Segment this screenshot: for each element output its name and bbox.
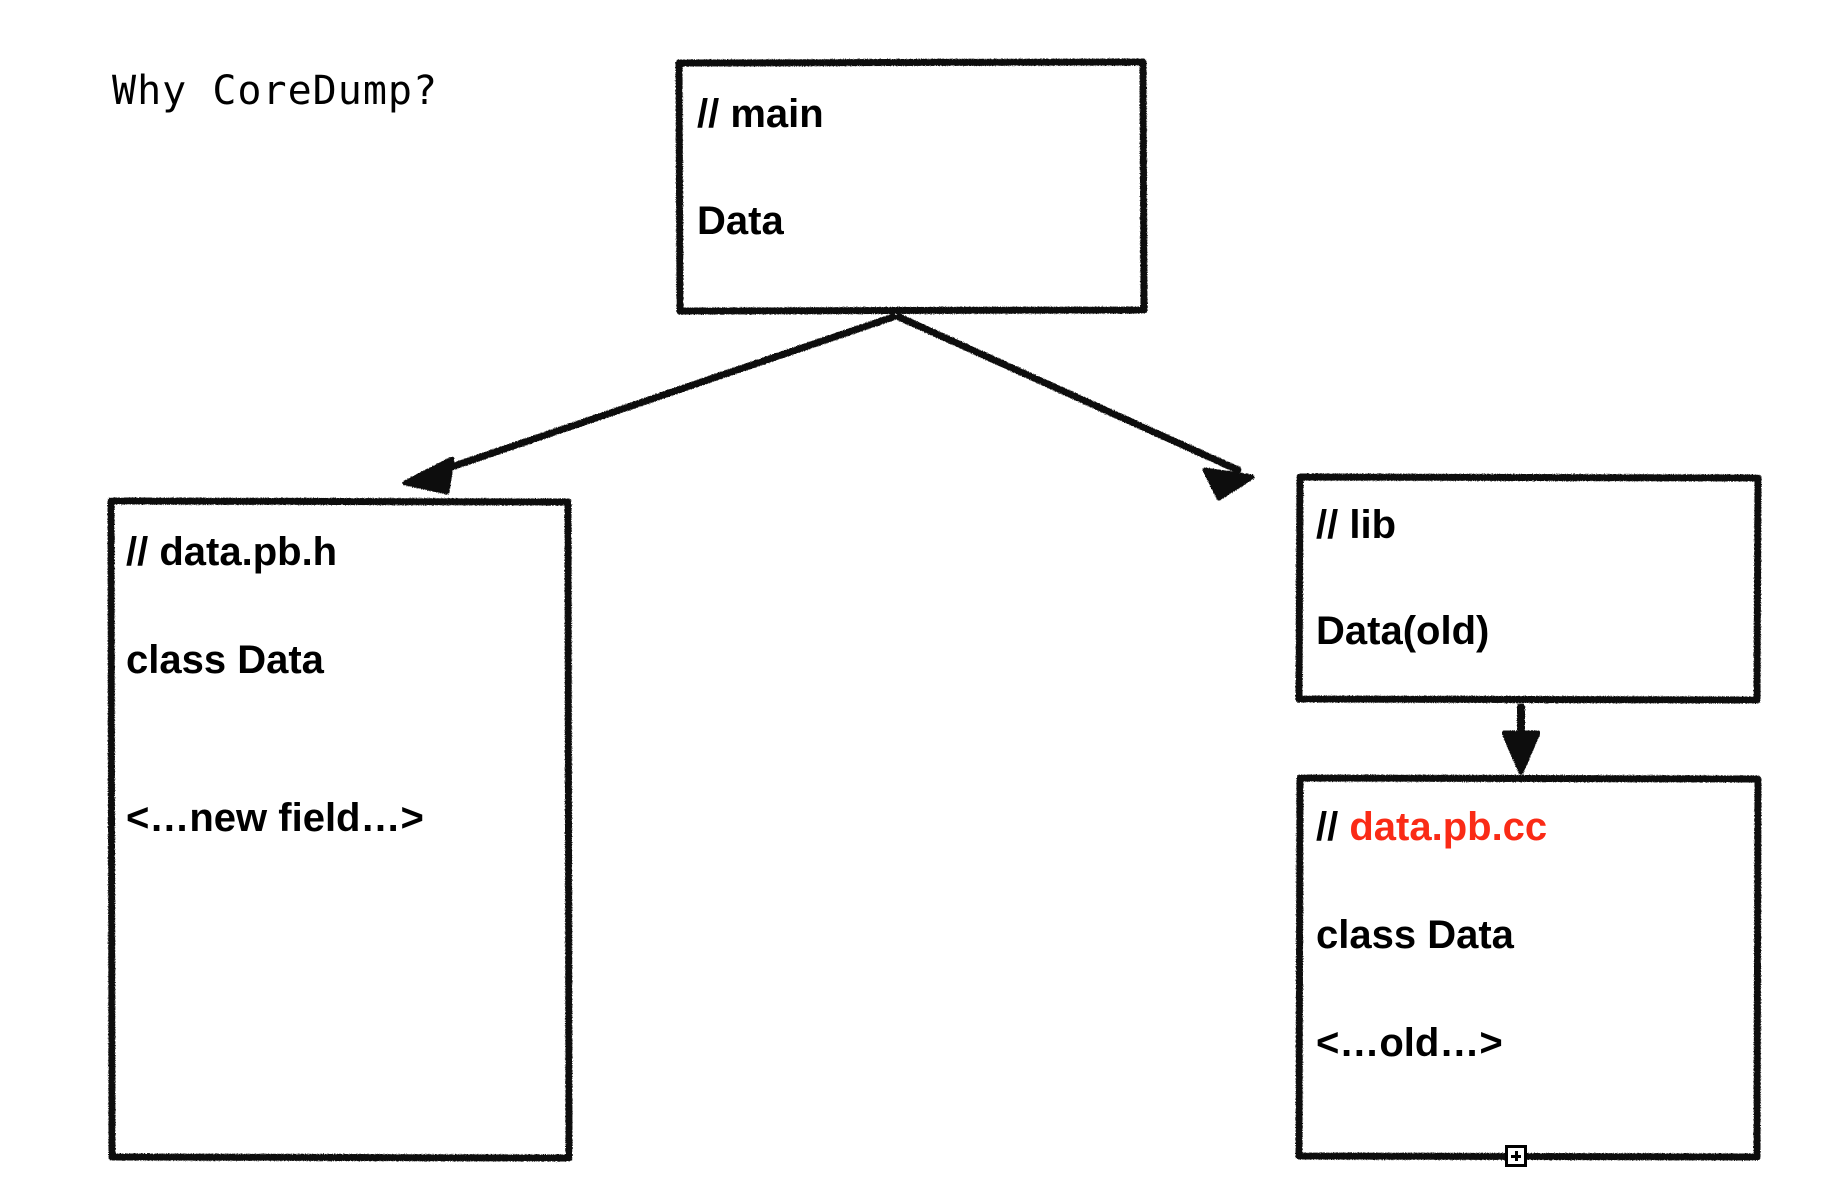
main-box-line-1: // main bbox=[697, 92, 824, 136]
source-box-line-1: // data.pb.cc bbox=[1316, 807, 1547, 847]
main-box[interactable]: // main Data bbox=[679, 62, 1144, 311]
lib-box-line-1: // lib bbox=[1316, 503, 1396, 547]
header-box[interactable]: // data.pb.h class Data <…new field…> bbox=[111, 501, 569, 1158]
source-box-line-2: class Data bbox=[1316, 913, 1514, 957]
arrow-lib-to-source bbox=[1501, 703, 1541, 775]
header-box-line-1: // data.pb.h bbox=[126, 530, 338, 574]
source-box-line-1-prefix: // bbox=[1316, 805, 1350, 849]
arrow-main-to-header bbox=[402, 313, 897, 495]
header-box-line-2: class Data bbox=[126, 638, 324, 682]
resize-handle-plus-icon[interactable] bbox=[1505, 1145, 1527, 1167]
arrow-main-to-lib bbox=[895, 313, 1255, 501]
lib-box-line-2: Data(old) bbox=[1316, 609, 1490, 653]
source-box-line-3: <…old…> bbox=[1316, 1021, 1503, 1065]
source-box-line-1-filename: data.pb.cc bbox=[1349, 805, 1548, 849]
page-title: Why CoreDump? bbox=[112, 68, 439, 114]
main-box-line-2: Data bbox=[697, 199, 784, 243]
source-box[interactable]: // data.pb.cc class Data <…old…> bbox=[1300, 778, 1758, 1157]
lib-box[interactable]: // lib Data(old) bbox=[1300, 477, 1758, 700]
header-box-line-3: <…new field…> bbox=[126, 796, 424, 840]
